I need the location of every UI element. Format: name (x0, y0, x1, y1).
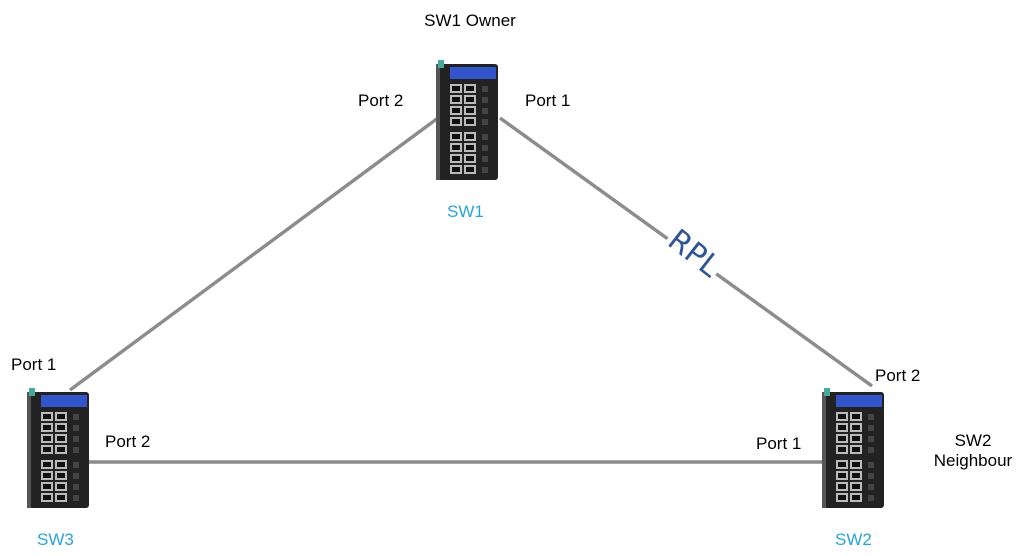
sw1-name-label: SW1 (447, 202, 484, 221)
sw2-switch-icon (822, 388, 886, 510)
sw2-role-line-1: SW2 (954, 431, 992, 450)
sw2-port-2-label: Port 2 (875, 366, 921, 385)
sw2-name-label: SW2 (835, 530, 872, 549)
sw3-port-2-label: Port 2 (105, 432, 151, 451)
sw3-switch-icon (27, 388, 91, 510)
link-sw1-sw3 (68, 116, 440, 392)
sw3-port-1-label: Port 1 (11, 355, 57, 374)
sw1-port-2-label: Port 2 (358, 91, 404, 110)
sw1-port-1-label: Port 1 (525, 91, 571, 110)
sw2-role-label: SW2 Neighbour (918, 431, 1028, 470)
sw2-port-1-label: Port 1 (756, 434, 802, 453)
sw1-role-label: SW1 Owner (424, 11, 516, 30)
sw3-name-label: SW3 (37, 530, 74, 549)
sw2-role-line-2: Neighbour (933, 450, 1013, 470)
sw1-switch-icon (436, 60, 500, 182)
